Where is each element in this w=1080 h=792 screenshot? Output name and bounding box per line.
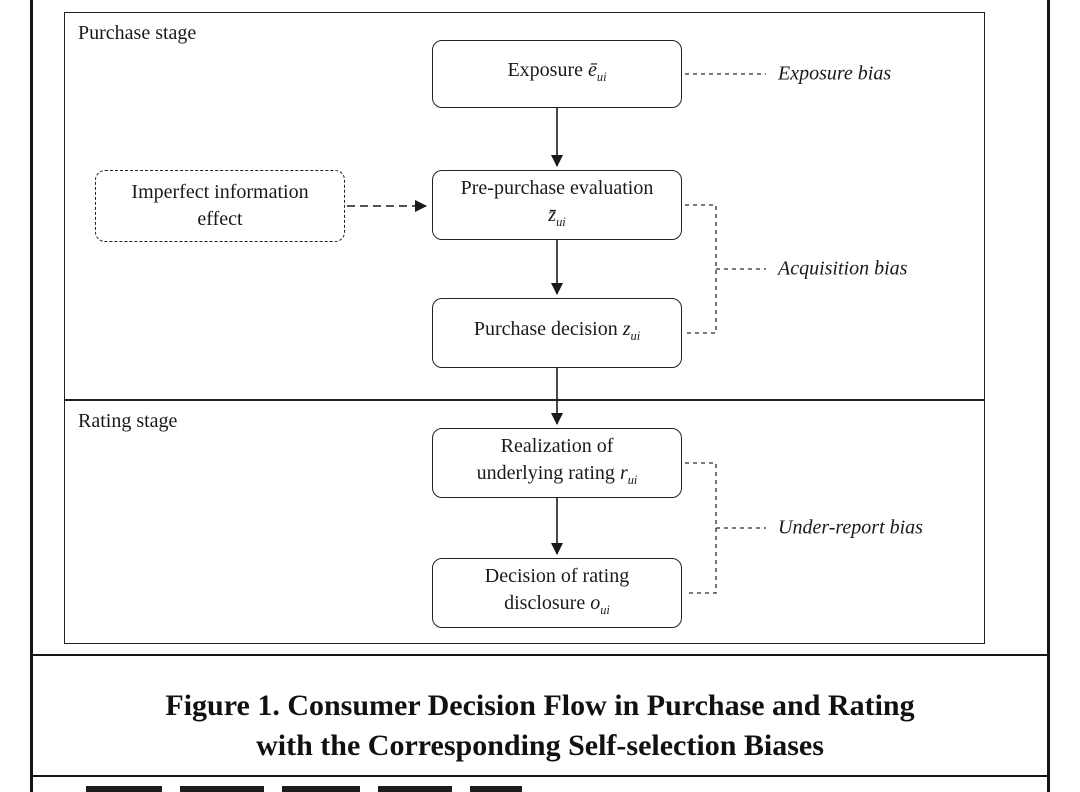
caption-top-rule	[30, 654, 1050, 656]
node-realization-underlying-rating: Realization of underlying rating rui	[432, 428, 682, 498]
caption-bottom-rule	[30, 775, 1050, 777]
disclosure-symbol: o	[590, 591, 601, 614]
purchase-stage-label: Purchase stage	[78, 22, 197, 44]
disclosure-word: disclosure	[504, 591, 586, 614]
figure-caption: Figure 1. Consumer Decision Flow in Purc…	[34, 686, 1046, 766]
pre-purchase-subscript: ui	[556, 214, 566, 229]
exposure-bias-label: Exposure bias	[778, 62, 892, 85]
pre-purchase-symbol: z̄	[548, 203, 557, 226]
purchase-decision-symbol: z	[622, 318, 631, 340]
node-exposure-text: Exposure ēui	[507, 57, 606, 91]
pre-purchase-line-1: Pre-purchase evaluation	[460, 176, 654, 199]
node-exposure-subscript: ui	[596, 70, 607, 84]
realization-symbol: r	[619, 461, 628, 484]
node-purchase-decision: Purchase decision zui	[432, 298, 682, 368]
disclosure-subscript: ui	[600, 602, 610, 617]
purchase-decision-text: Purchase decision zui	[474, 316, 640, 350]
caption-line-1: Figure 1. Consumer Decision Flow in Purc…	[165, 689, 915, 722]
purchase-decision-subscript: ui	[630, 329, 641, 343]
realization-line-2: underlying rating rui	[477, 460, 638, 494]
realization-line-1: Realization of	[500, 434, 614, 457]
stage-divider-line	[64, 399, 985, 401]
under-report-bias-label: Under-report bias	[778, 516, 923, 539]
cropped-mark	[86, 786, 162, 792]
cropped-mark	[282, 786, 360, 792]
caption-line-2: with the Corresponding Self-selection Bi…	[256, 729, 824, 762]
imperfect-line-2: effect	[197, 208, 243, 230]
realization-variable: rui	[619, 461, 638, 487]
node-rating-disclosure-decision: Decision of rating disclosure oui	[432, 558, 682, 628]
node-pre-purchase-evaluation: Pre-purchase evaluation z̄ui	[432, 170, 682, 240]
node-exposure-variable: ēui	[588, 59, 607, 84]
realization-word: underlying rating	[476, 461, 615, 484]
acquisition-bias-label: Acquisition bias	[778, 257, 908, 280]
disclosure-line-2: disclosure oui	[504, 590, 610, 624]
cropped-mark	[470, 786, 522, 792]
purchase-decision-word: Purchase decision	[473, 318, 618, 340]
node-exposure-symbol: ē	[588, 59, 597, 81]
diagram-border	[64, 12, 985, 644]
page-border-left	[30, 0, 33, 792]
disclosure-line-1: Decision of rating	[484, 564, 630, 587]
node-exposure-word: Exposure	[507, 59, 583, 81]
imperfect-line-1: Imperfect information	[131, 181, 309, 203]
node-exposure: Exposure ēui	[432, 40, 682, 108]
disclosure-variable: oui	[590, 591, 610, 617]
rating-stage-label: Rating stage	[78, 410, 178, 432]
pre-purchase-line-2: z̄ui	[548, 202, 565, 236]
pre-purchase-variable: z̄ui	[548, 203, 566, 229]
cropped-mark	[180, 786, 264, 792]
node-imperfect-information-effect: Imperfect information effect	[95, 170, 345, 242]
purchase-decision-variable: zui	[622, 318, 641, 343]
cropped-mark	[378, 786, 452, 792]
realization-subscript: ui	[627, 472, 638, 487]
page-border-right	[1047, 0, 1050, 792]
